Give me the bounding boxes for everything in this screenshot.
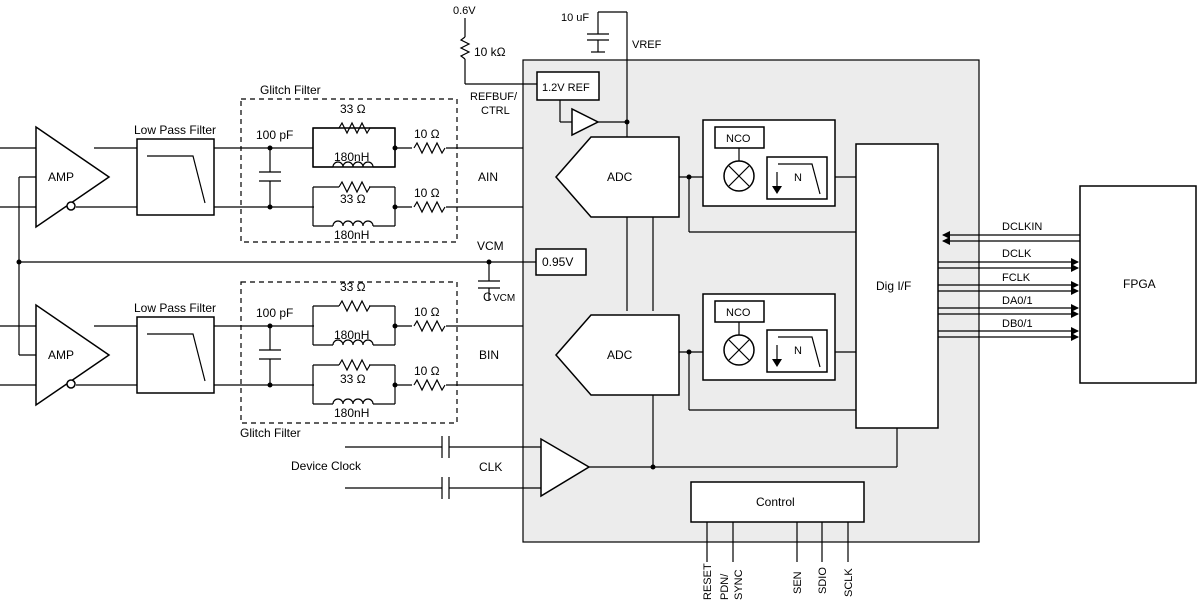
svg-text:33 Ω: 33 Ω: [340, 372, 366, 386]
svg-text:180nH: 180nH: [334, 406, 369, 420]
svg-text:180nH: 180nH: [334, 328, 369, 342]
svg-text:100 pF: 100 pF: [256, 128, 293, 142]
control-block: [690, 481, 865, 523]
svg-text:10 Ω: 10 Ω: [414, 305, 440, 319]
svg-text:PDN/: PDN/: [719, 573, 731, 600]
svg-text:100 pF: 100 pF: [256, 306, 293, 320]
svg-text:C: C: [483, 290, 492, 304]
svg-text:DA0/1: DA0/1: [1002, 295, 1033, 307]
svg-text:N: N: [794, 172, 802, 184]
svg-text:AIN: AIN: [478, 170, 498, 184]
svg-text:NCO: NCO: [726, 307, 751, 319]
svg-text:10 Ω: 10 Ω: [414, 364, 440, 378]
svg-text:CTRL: CTRL: [481, 105, 510, 117]
svg-text:VCM: VCM: [477, 239, 504, 253]
svg-text:FPGA: FPGA: [1123, 277, 1156, 291]
glitch-filter-b: [240, 281, 458, 424]
svg-text:180nH: 180nH: [334, 228, 369, 242]
svg-text:SYNC: SYNC: [733, 569, 745, 600]
svg-text:SDIO: SDIO: [817, 567, 829, 594]
svg-text:SCLK: SCLK: [843, 568, 855, 597]
svg-text:Device Clock: Device Clock: [291, 459, 362, 473]
svg-text:10 uF: 10 uF: [561, 12, 589, 24]
svg-text:Low Pass Filter: Low Pass Filter: [134, 123, 216, 137]
ref-buffer: [571, 107, 600, 137]
svg-text:33 Ω: 33 Ω: [340, 192, 366, 206]
svg-text:ADC: ADC: [607, 170, 633, 184]
fpga: [1079, 185, 1197, 384]
svg-text:1.2V REF: 1.2V REF: [542, 82, 590, 94]
svg-text:10 kΩ: 10 kΩ: [474, 45, 506, 59]
svg-text:BIN: BIN: [479, 348, 499, 362]
svg-text:CLK: CLK: [479, 460, 502, 474]
clock-buffer: [540, 437, 591, 498]
svg-text:DCLKIN: DCLKIN: [1002, 221, 1042, 233]
svg-text:Low Pass Filter: Low Pass Filter: [134, 301, 216, 315]
low-pass-filter-b: [136, 316, 215, 394]
svg-text:Dig I/F: Dig I/F: [876, 279, 911, 293]
svg-text:0.6V: 0.6V: [453, 5, 476, 17]
svg-text:VREF: VREF: [632, 39, 662, 51]
svg-text:AMP: AMP: [48, 170, 74, 184]
glitch-filter-a: [240, 98, 458, 243]
svg-text:DB0/1: DB0/1: [1002, 318, 1033, 330]
svg-text:SEN: SEN: [792, 571, 804, 594]
vcm-095v-block: [535, 248, 587, 276]
digital-interface: [855, 143, 939, 429]
svg-text:ADC: ADC: [607, 348, 633, 362]
svg-text:VCM: VCM: [493, 293, 515, 304]
svg-text:Control: Control: [756, 495, 795, 509]
svg-text:Glitch Filter: Glitch Filter: [240, 426, 301, 440]
svg-text:N: N: [794, 345, 802, 357]
svg-text:RESET: RESET: [702, 563, 714, 600]
svg-text:REFBUF/: REFBUF/: [470, 91, 518, 103]
svg-text:AMP: AMP: [48, 348, 74, 362]
svg-text:DCLK: DCLK: [1002, 248, 1032, 260]
svg-text:FCLK: FCLK: [1002, 272, 1031, 284]
svg-text:33 Ω: 33 Ω: [340, 280, 366, 294]
svg-text:0.95V: 0.95V: [542, 255, 573, 269]
svg-text:33 Ω: 33 Ω: [340, 102, 366, 116]
svg-text:Glitch Filter: Glitch Filter: [260, 83, 321, 97]
svg-text:NCO: NCO: [726, 133, 751, 145]
low-pass-filter-a: [136, 138, 215, 216]
svg-text:10 Ω: 10 Ω: [414, 127, 440, 141]
ref-1p2v-block: [536, 71, 600, 101]
svg-text:10 Ω: 10 Ω: [414, 186, 440, 200]
adc-b[interactable]: [555, 314, 680, 396]
svg-text:180nH: 180nH: [334, 150, 369, 164]
